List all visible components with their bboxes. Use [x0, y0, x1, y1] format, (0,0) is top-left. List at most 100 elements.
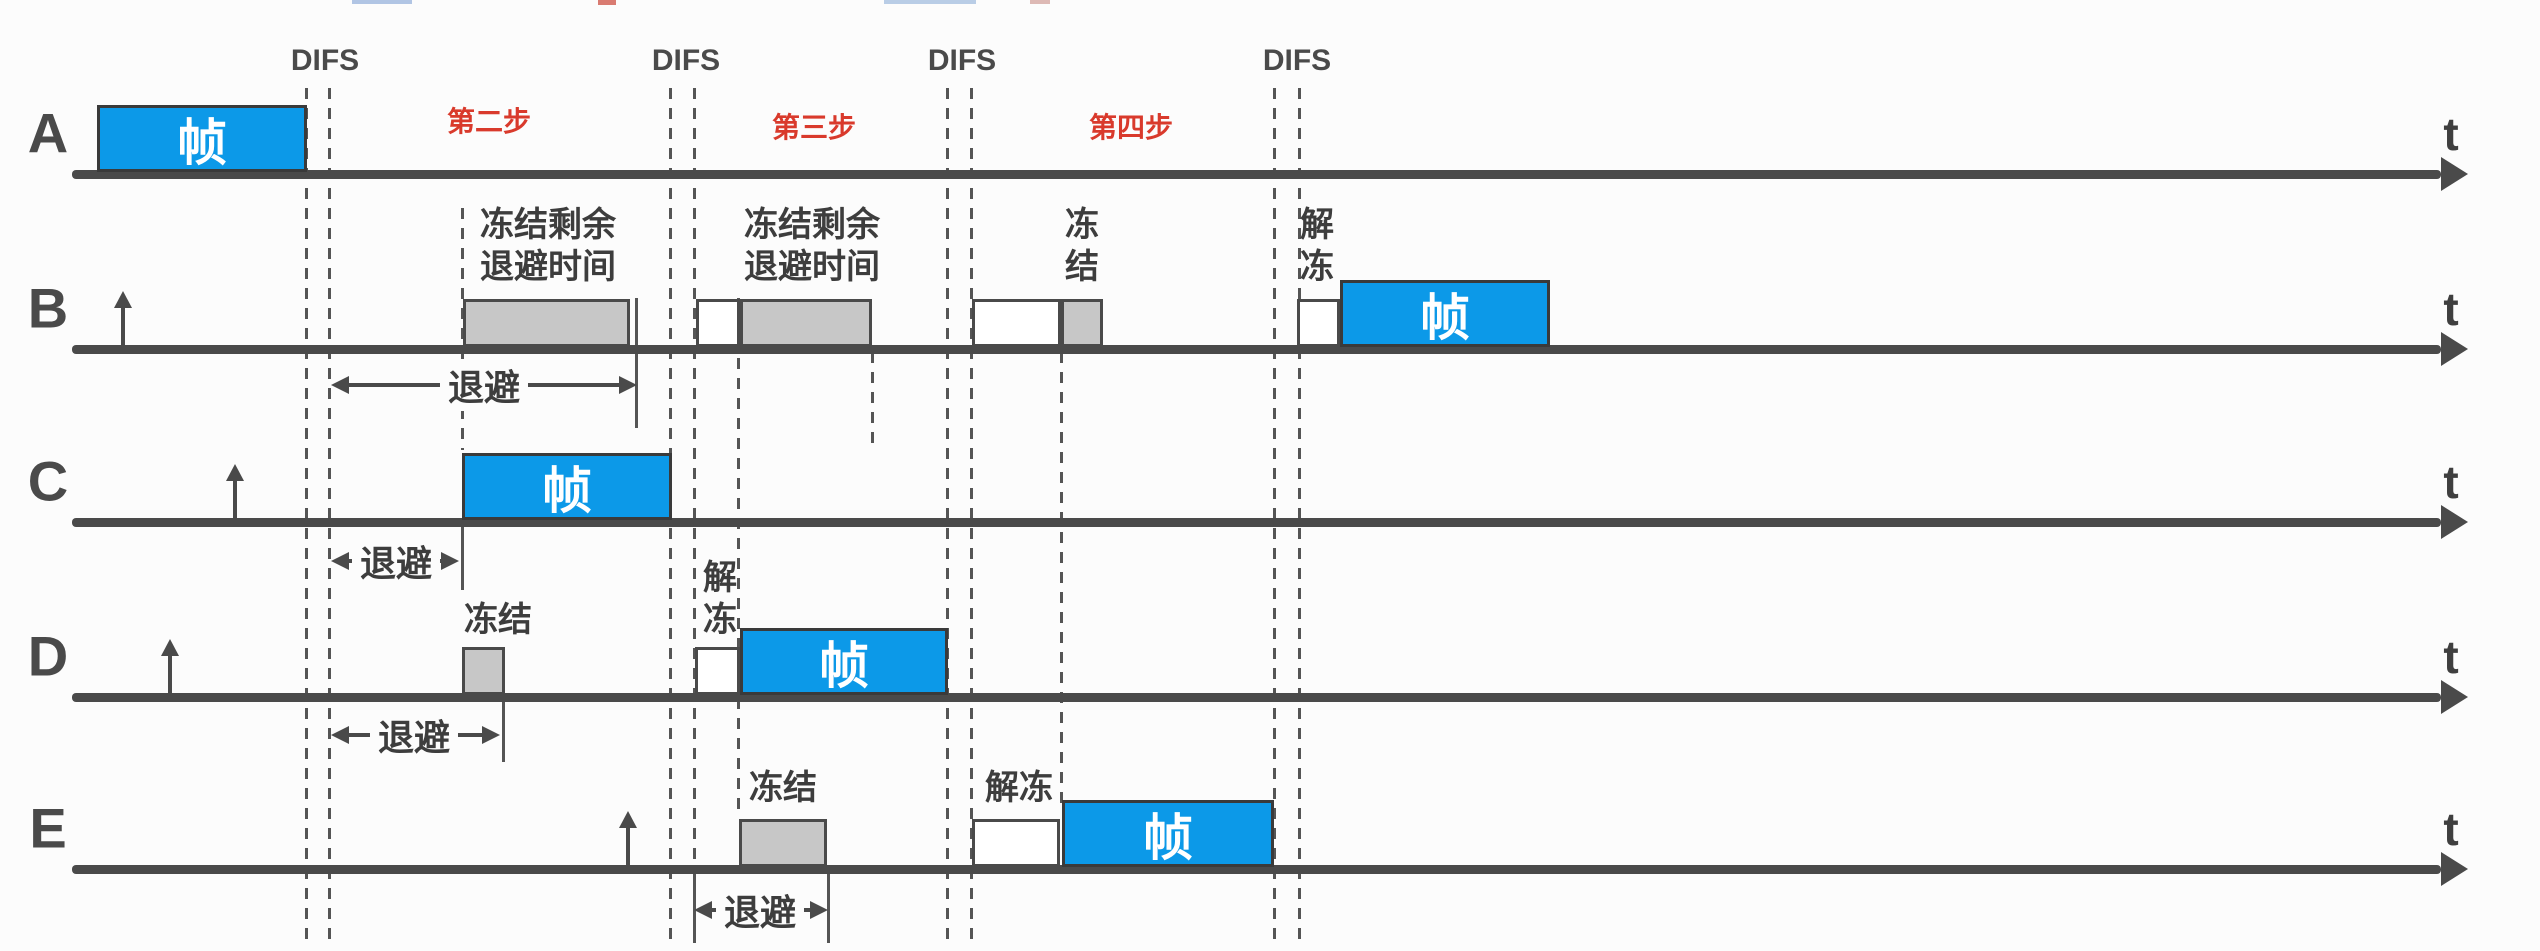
frame-arrival-arrow-icon — [161, 639, 179, 693]
difs-label: DIFS — [290, 44, 360, 77]
annotation-text: 冻结 — [749, 767, 817, 809]
annotation-line: 冻结剩余 — [744, 206, 880, 244]
step-label: 第四步 — [1088, 112, 1174, 143]
time-axis-label: t — [2443, 283, 2459, 335]
annotation-line: 冻结 — [749, 769, 817, 807]
annotation-line: 冻结剩余 — [480, 206, 616, 244]
difs-dashed-line — [1298, 88, 1301, 946]
station-label: C — [27, 449, 69, 513]
frame-arrival-arrow-icon — [226, 464, 244, 518]
guide-line — [1060, 352, 1063, 812]
annotation-line: 冻 — [703, 601, 737, 639]
up-arrow-shaft — [626, 823, 630, 865]
freeze-box — [740, 299, 872, 347]
arrow-left-head-icon — [331, 552, 349, 570]
unfreeze-box — [695, 647, 740, 695]
backoff-arrow: 退避 — [331, 359, 637, 411]
up-arrow-shaft — [233, 476, 237, 518]
annotation-line: 冻结 — [464, 601, 532, 639]
up-arrow-head-icon — [114, 291, 132, 308]
annotation-text: 解冻 — [703, 557, 737, 641]
up-arrow-shaft — [121, 303, 125, 345]
station-label: B — [27, 276, 69, 340]
arrow-right-head-icon — [810, 901, 828, 919]
timeline — [72, 693, 2441, 702]
timeline — [72, 518, 2441, 527]
difs-dashed-line — [305, 88, 308, 946]
frame-label: 帧 — [819, 637, 869, 694]
frame-arrival-arrow-icon — [619, 811, 637, 865]
timeline — [72, 865, 2441, 874]
annotation-line: 结 — [1065, 248, 1099, 286]
difs-dashed-line — [946, 88, 949, 946]
frame-label: 帧 — [1420, 289, 1470, 346]
unfreeze-box — [972, 819, 1060, 867]
frame-box: 帧 — [97, 105, 307, 172]
timeline-arrowhead-icon — [2441, 680, 2468, 714]
top-edge-artifact — [598, 0, 616, 5]
frame-arrival-arrow-icon — [114, 291, 132, 345]
frame-label: 帧 — [1143, 809, 1193, 866]
time-axis-label: t — [2443, 108, 2459, 160]
annotation-text: 解冻 — [1300, 204, 1334, 288]
frame-box: 帧 — [740, 628, 948, 695]
unfreeze-box — [972, 299, 1061, 347]
difs-dashed-line — [693, 88, 696, 946]
frame-label: 帧 — [542, 462, 592, 519]
time-axis-label: t — [2443, 803, 2459, 855]
freeze-box — [739, 819, 827, 867]
frame-box: 帧 — [462, 453, 672, 520]
time-axis-label: t — [2443, 631, 2459, 683]
difs-label: DIFS — [1262, 44, 1332, 77]
guide-line — [635, 298, 638, 428]
arrow-right-head-icon — [482, 726, 500, 744]
backoff-arrow: 退避 — [331, 709, 500, 761]
difs-label: DIFS — [927, 44, 997, 77]
arrow-left-head-icon — [331, 726, 349, 744]
top-edge-artifact — [1030, 0, 1050, 4]
arrow-right-head-icon — [619, 376, 637, 394]
difs-dashed-line — [1273, 88, 1276, 946]
difs-dashed-line — [970, 88, 973, 946]
up-arrow-head-icon — [161, 639, 179, 656]
frame-box: 帧 — [1340, 280, 1550, 347]
timeline — [72, 345, 2441, 354]
frame-label: 帧 — [177, 114, 227, 171]
step-label: 第二步 — [446, 106, 532, 137]
top-edge-artifact — [352, 0, 412, 4]
backoff-arrow: 退避 — [331, 535, 459, 587]
freeze-box — [462, 647, 505, 695]
frame-box: 帧 — [1062, 800, 1274, 867]
freeze-box — [1061, 299, 1103, 347]
guide-line — [737, 298, 740, 812]
freeze-box — [463, 299, 630, 347]
timeline — [72, 170, 2441, 179]
annotation-line: 解冻 — [985, 769, 1053, 807]
annotation-line: 解 — [703, 559, 737, 597]
annotation-text: 冻结剩余退避时间 — [744, 204, 880, 288]
annotation-line: 退避时间 — [480, 248, 616, 286]
up-arrow-head-icon — [619, 811, 637, 828]
unfreeze-box — [1297, 299, 1340, 347]
arrow-left-head-icon — [331, 376, 349, 394]
up-arrow-shaft — [168, 651, 172, 693]
guide-line — [502, 697, 505, 762]
backoff-label: 退避 — [715, 884, 805, 936]
guide-line — [871, 352, 874, 445]
annotation-line: 退避时间 — [744, 248, 880, 286]
guide-line — [461, 521, 464, 590]
difs-label: DIFS — [651, 44, 721, 77]
backoff-label: 退避 — [369, 709, 459, 761]
step-label: 第三步 — [771, 112, 857, 143]
annotation-text: 解冻 — [985, 767, 1053, 809]
station-label: D — [27, 624, 69, 688]
timeline-arrowhead-icon — [2441, 157, 2468, 191]
annotation-text: 冻结剩余退避时间 — [480, 204, 616, 288]
top-edge-artifact — [884, 0, 976, 4]
backoff-label: 退避 — [439, 359, 529, 411]
annotation-text: 冻结 — [1065, 204, 1099, 288]
guide-line — [461, 208, 464, 450]
guide-line — [827, 868, 830, 943]
timeline-arrowhead-icon — [2441, 332, 2468, 366]
